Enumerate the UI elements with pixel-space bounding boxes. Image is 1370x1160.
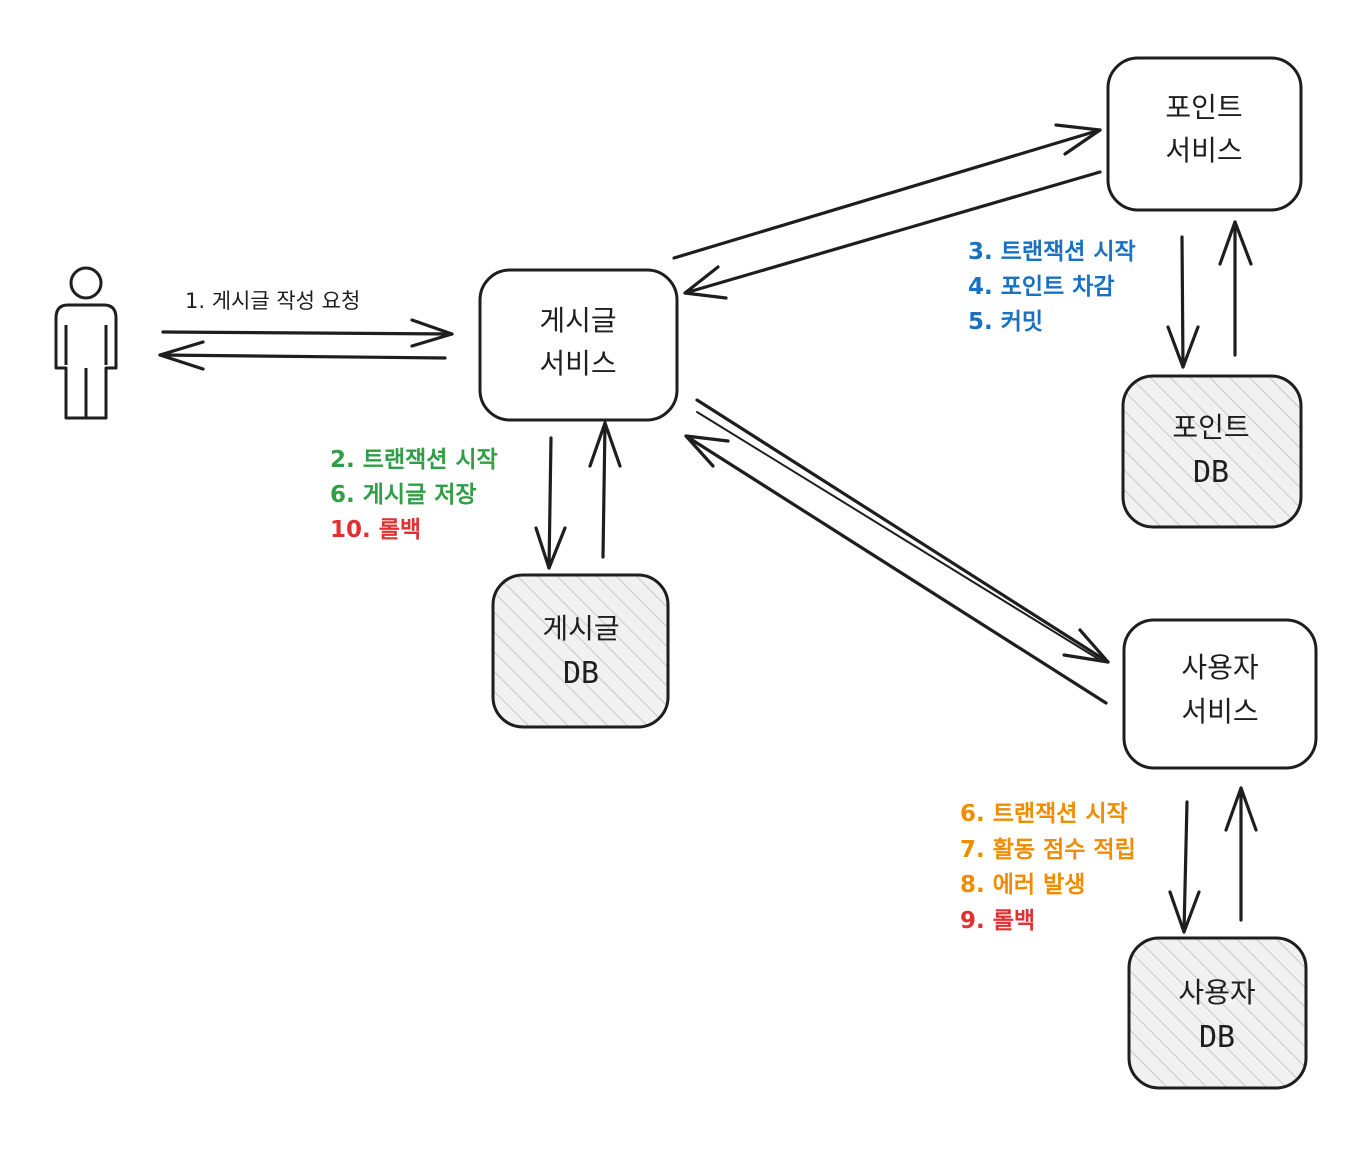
point-service-label-2: 서비스 [1165, 134, 1242, 167]
post-step-2: 6. 게시글 저장 [330, 482, 477, 508]
user-db-down-arrow [1168, 800, 1201, 934]
user-db-up-arrow [1224, 786, 1258, 922]
request-label: 1. 게시글 작성 요청 [185, 289, 360, 313]
user-to-post-arrow [684, 434, 1108, 705]
point-service-node: 포인트 서비스 [1106, 56, 1303, 212]
post-step-1: 2. 트랜잭션 시작 [330, 447, 498, 473]
post-service-label-2: 서비스 [539, 347, 616, 380]
user-step-4: 9. 롤백 [960, 908, 1035, 934]
post-db-down-arrow [534, 436, 567, 570]
post-service-label-1: 게시글 [539, 304, 616, 337]
post-to-user-arrow [695, 398, 1110, 664]
post-db-label-1: 게시글 [542, 612, 619, 645]
user-step-2: 7. 활동 점수 적립 [960, 837, 1136, 863]
post-to-point-arrow [672, 123, 1102, 260]
user-service-label-1: 사용자 [1181, 651, 1258, 684]
post-step-3: 10. 롤백 [330, 517, 421, 543]
user-db-label-1: 사용자 [1178, 976, 1255, 1009]
point-to-post-arrow [683, 170, 1102, 300]
post-db-label-2: DB [563, 656, 599, 691]
person-icon [54, 266, 118, 420]
point-step-1: 3. 트랜잭션 시작 [968, 239, 1136, 265]
point-db-up-arrow [1218, 220, 1253, 357]
point-db-label-2: DB [1193, 455, 1229, 490]
request-arrow [161, 318, 454, 348]
user-service-label-2: 서비스 [1181, 695, 1258, 728]
user-service-node: 사용자 서비스 [1122, 618, 1318, 770]
response-arrow [158, 340, 447, 371]
post-service-node: 게시글 서비스 [478, 268, 679, 422]
user-db-label-2: DB [1199, 1020, 1235, 1055]
post-db-up-arrow [588, 421, 622, 559]
post-db-node: 게시글 DB [491, 573, 670, 729]
point-service-label-1: 포인트 [1165, 91, 1242, 124]
point-db-node: 포인트 DB [1121, 374, 1303, 529]
point-db-label-1: 포인트 [1172, 411, 1249, 444]
point-db-down-arrow [1166, 235, 1200, 369]
point-step-2: 4. 포인트 차감 [968, 274, 1115, 300]
point-step-3: 5. 커밋 [968, 309, 1043, 335]
user-step-1: 6. 트랜잭션 시작 [960, 801, 1128, 827]
user-step-3: 8. 에러 발생 [960, 872, 1085, 898]
user-db-node: 사용자 DB [1127, 936, 1308, 1090]
